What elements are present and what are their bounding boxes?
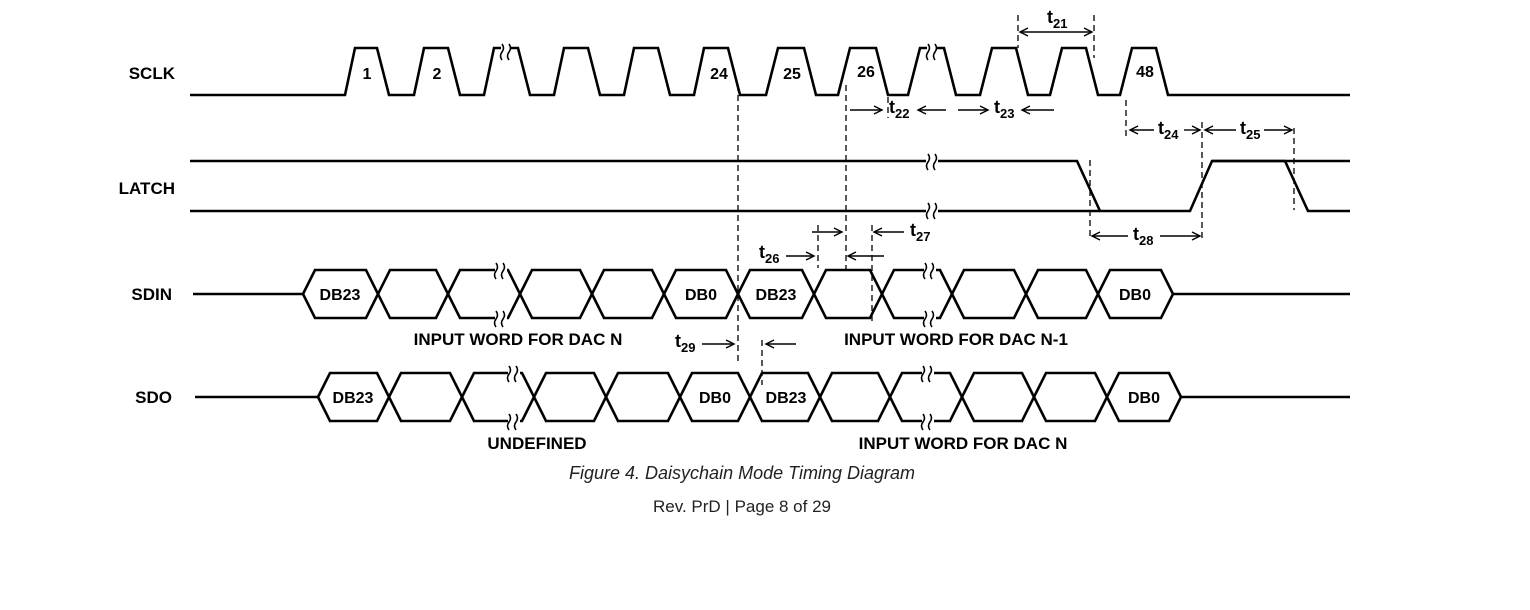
timing-label-t21: t21 [1047, 7, 1067, 31]
sdin-cell-db23-first: DB23 [320, 287, 361, 304]
sdin-cell-db0-second: DB0 [1119, 287, 1151, 304]
sdin-cell-db23-second: DB23 [756, 287, 797, 304]
timing-label-t29: t29 [675, 331, 695, 355]
signal-label-sclk: SCLK [129, 64, 176, 83]
sclk-pulse-24: 24 [710, 66, 728, 83]
timing-label-t24: t24 [1158, 118, 1179, 142]
sclk-pulse-25: 25 [783, 66, 801, 83]
timing-label-t28: t28 [1133, 224, 1153, 248]
sdo-word-label-dac-n: INPUT WORD FOR DAC N [859, 434, 1068, 453]
timing-arrows [702, 27, 1294, 349]
sdo-cell-db0-second: DB0 [1128, 390, 1160, 407]
sclk-pulse-1: 1 [363, 66, 372, 83]
sclk-pulse-26: 26 [857, 64, 875, 81]
sdo-word-label-undefined: UNDEFINED [487, 434, 586, 453]
sclk-waveform [190, 46, 1350, 97]
timing-label-t26: t26 [759, 242, 779, 266]
sdin-cell-db0-first: DB0 [685, 287, 717, 304]
sdo-cell-db23-first: DB23 [333, 390, 374, 407]
sclk-pulse-2: 2 [433, 66, 442, 83]
signal-label-sdo: SDO [135, 388, 172, 407]
sdin-bus [193, 261, 1350, 328]
timing-reference-lines [737, 15, 1295, 385]
sclk-pulse-48: 48 [1136, 64, 1154, 81]
timing-label-t27: t27 [910, 220, 930, 244]
timing-label-t22: t22 [889, 97, 909, 121]
timing-label-t23: t23 [994, 97, 1014, 121]
sdo-bus [195, 364, 1350, 431]
figure-caption: Figure 4. Daisychain Mode Timing Diagram [569, 463, 915, 483]
signal-label-sdin: SDIN [131, 285, 172, 304]
page-footer: Rev. PrD | Page 8 of 29 [653, 497, 831, 516]
sdo-cell-db0-first: DB0 [699, 390, 731, 407]
signal-label-latch: LATCH [119, 179, 175, 198]
timing-label-t25: t25 [1240, 118, 1260, 142]
sclk-break-marks [499, 39, 938, 61]
sdin-word-label-dac-n-1: INPUT WORD FOR DAC N-1 [844, 330, 1068, 349]
sdo-cell-db23-second: DB23 [766, 390, 807, 407]
sdin-word-label-dac-n: INPUT WORD FOR DAC N [414, 330, 623, 349]
latch-waveform [190, 151, 1350, 221]
